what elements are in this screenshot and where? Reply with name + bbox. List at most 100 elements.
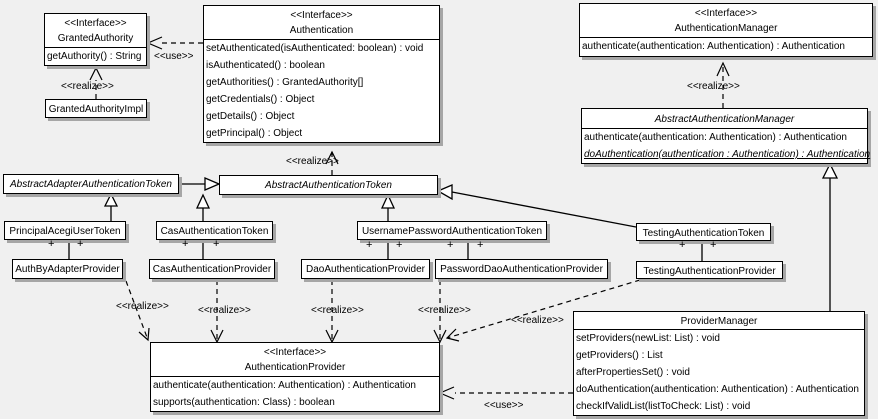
generalization-principalacegiusertoken-to-abstractadaptertoken — [103, 192, 119, 221]
stereotype-label: <<Interface>> — [263, 347, 327, 358]
class-testingauthenticationprovider[interactable]: TestingAuthenticationProvider — [636, 261, 783, 279]
plus-mark: + — [447, 239, 454, 251]
method: authenticate(authentication: Authenticat… — [582, 41, 845, 52]
class-daoauthenticationprovider[interactable]: DaoAuthenticationProvider — [301, 259, 430, 279]
method: getAuthorities() : GrantedAuthority[] — [206, 77, 364, 88]
class-name: CasAuthenticationToken — [160, 226, 269, 237]
class-authbyadapterprovider[interactable]: AuthByAdapterProvider — [12, 259, 123, 279]
class-name: AbstractAdapterAuthenticationToken — [10, 179, 172, 190]
plus-mark: + — [477, 239, 484, 251]
stereotype-label: <<Interface>> — [64, 18, 127, 29]
class-casauthenticationtoken[interactable]: CasAuthenticationToken — [156, 221, 273, 240]
plus-mark: + — [48, 238, 55, 250]
generalization-usernamepasswordtoken-to-abstracttoken — [380, 193, 396, 221]
realize-label: <<realize>> — [311, 305, 364, 316]
arrowhead — [438, 386, 455, 400]
class-name: AbstractAuthenticationManager — [654, 114, 795, 125]
class-authenticationprovider[interactable]: <<Interface>> AuthenticationProvider aut… — [150, 342, 440, 412]
class-principalacegiusertoken[interactable]: PrincipalAcegiUserToken — [4, 221, 126, 240]
class-name: PrincipalAcegiUserToken — [9, 226, 121, 237]
stereotype-label: <<Interface>> — [694, 8, 758, 19]
method: getProviders() : List — [576, 350, 663, 361]
plus-mark: + — [679, 239, 686, 251]
method: supports(authentication: Class) : boolea… — [153, 397, 335, 408]
class-authenticationmanager[interactable]: <<Interface>> AuthenticationManager auth… — [579, 3, 873, 57]
class-name: Authentication — [289, 25, 354, 36]
method: getAuthority() : String — [47, 51, 142, 62]
realize-label: <<realize>> — [511, 315, 564, 326]
method: doAuthentication(authentication: Authent… — [576, 384, 859, 395]
generalization-testingauthenticationtoken-to-abstracttoken — [436, 184, 637, 228]
method: setProviders(newList: List) : void — [576, 333, 720, 344]
method: setAuthenticated(isAuthenticated: boolea… — [206, 43, 424, 54]
stereotype-label: <<Interface>> — [290, 10, 353, 21]
method: authenticate(authentication: Authenticat… — [153, 380, 416, 391]
class-name: AuthByAdapterProvider — [15, 264, 120, 275]
class-name: TestingAuthenticationToken — [642, 228, 765, 239]
method: getPrincipal() : Object — [206, 128, 303, 139]
realize-testingauthenticationprovider — [446, 279, 641, 339]
generalization-casauthenticationtoken-to-abstracttoken — [195, 193, 211, 221]
generalization-providermanager-to-abstractauthenticationmanager — [821, 162, 839, 311]
class-name: TestingAuthenticationProvider — [643, 266, 776, 277]
method: getCredentials() : Object — [206, 94, 315, 105]
arrowhead — [138, 327, 150, 342]
plus-mark: + — [366, 239, 373, 251]
class-title: <<Interface>> AuthenticationManager — [580, 4, 872, 37]
class-title: <<Interface>> GrantedAuthority — [45, 14, 146, 47]
plus-mark: + — [77, 238, 84, 250]
class-testingauthenticationtoken[interactable]: TestingAuthenticationToken — [636, 223, 771, 241]
arrowhead — [146, 36, 163, 50]
realize-label: <<realize>> — [61, 81, 114, 92]
arrowhead — [89, 66, 103, 81]
class-grantedauthority[interactable]: <<Interface>> GrantedAuthority getAuthor… — [44, 13, 147, 66]
class-passworddaoauthenticationprovider[interactable]: PasswordDaoAuthenticationProvider — [435, 259, 608, 279]
arrowhead — [325, 150, 339, 165]
arrowhead — [716, 61, 730, 77]
class-name: ProviderManager — [680, 316, 758, 327]
method: authenticate(authentication: Authenticat… — [584, 132, 847, 143]
class-authentication[interactable]: <<Interface>> Authentication setAuthenti… — [203, 5, 440, 143]
class-abstractauthenticationtoken[interactable]: AbstractAuthenticationToken — [219, 175, 438, 195]
class-grantedauthorityimpl[interactable]: GrantedAuthorityImpl — [45, 99, 147, 118]
class-name: CasAuthenticationProvider — [152, 264, 272, 275]
realize-label: <<realize>> — [418, 305, 471, 316]
class-name: GrantedAuthority — [57, 33, 134, 44]
generalization-abstractadaptertoken-to-abstracttoken — [179, 177, 221, 191]
method: afterPropertiesSet() : void — [576, 367, 690, 378]
method: isAuthenticated() : boolean — [206, 60, 325, 71]
class-name: AuthenticationManager — [674, 23, 778, 34]
plus-mark: + — [396, 239, 403, 251]
arrowhead — [433, 329, 447, 344]
class-casauthenticationprovider[interactable]: CasAuthenticationProvider — [149, 259, 275, 279]
class-name: DaoAuthenticationProvider — [306, 264, 425, 275]
class-name: UsernamePasswordAuthenticationToken — [361, 226, 543, 237]
arrowhead — [445, 328, 460, 342]
realize-authbyadapterprovider — [125, 280, 149, 341]
class-name: AuthenticationProvider — [244, 362, 346, 373]
class-providermanager[interactable]: ProviderManager setProviders(newList: Li… — [573, 311, 865, 416]
realize-label: <<realize>> — [116, 301, 169, 312]
method: checkIfValidList(listToCheck: List) : vo… — [576, 401, 751, 412]
class-abstractadapterauthenticationtoken[interactable]: AbstractAdapterAuthenticationToken — [3, 174, 179, 194]
class-name: PasswordDaoAuthenticationProvider — [440, 264, 603, 275]
realize-label: <<realize>> — [198, 305, 251, 316]
plus-mark: + — [710, 239, 717, 251]
plus-mark: + — [182, 238, 189, 250]
use-label: <<use>> — [484, 400, 524, 411]
class-usernamepasswordauthenticationtoken[interactable]: UsernamePasswordAuthenticationToken — [357, 221, 547, 240]
realize-label: <<realize>> — [687, 81, 740, 92]
use-label: <<use>> — [154, 51, 194, 62]
realize-label: <<realize>> — [286, 156, 339, 167]
class-name: GrantedAuthorityImpl — [48, 104, 144, 115]
class-name: AbstractAuthenticationToken — [265, 180, 392, 191]
class-abstractauthenticationmanager[interactable]: AbstractAuthenticationManager authentica… — [581, 108, 871, 164]
class-title: <<Interface>> Authentication — [204, 6, 439, 39]
plus-mark: + — [213, 238, 220, 250]
class-title: <<Interface>> AuthenticationProvider — [151, 343, 439, 376]
method: getDetails() : Object — [206, 111, 295, 122]
method: doAuthentication(authentication : Authen… — [584, 149, 871, 160]
class-title: AbstractAuthenticationManager — [582, 109, 867, 128]
